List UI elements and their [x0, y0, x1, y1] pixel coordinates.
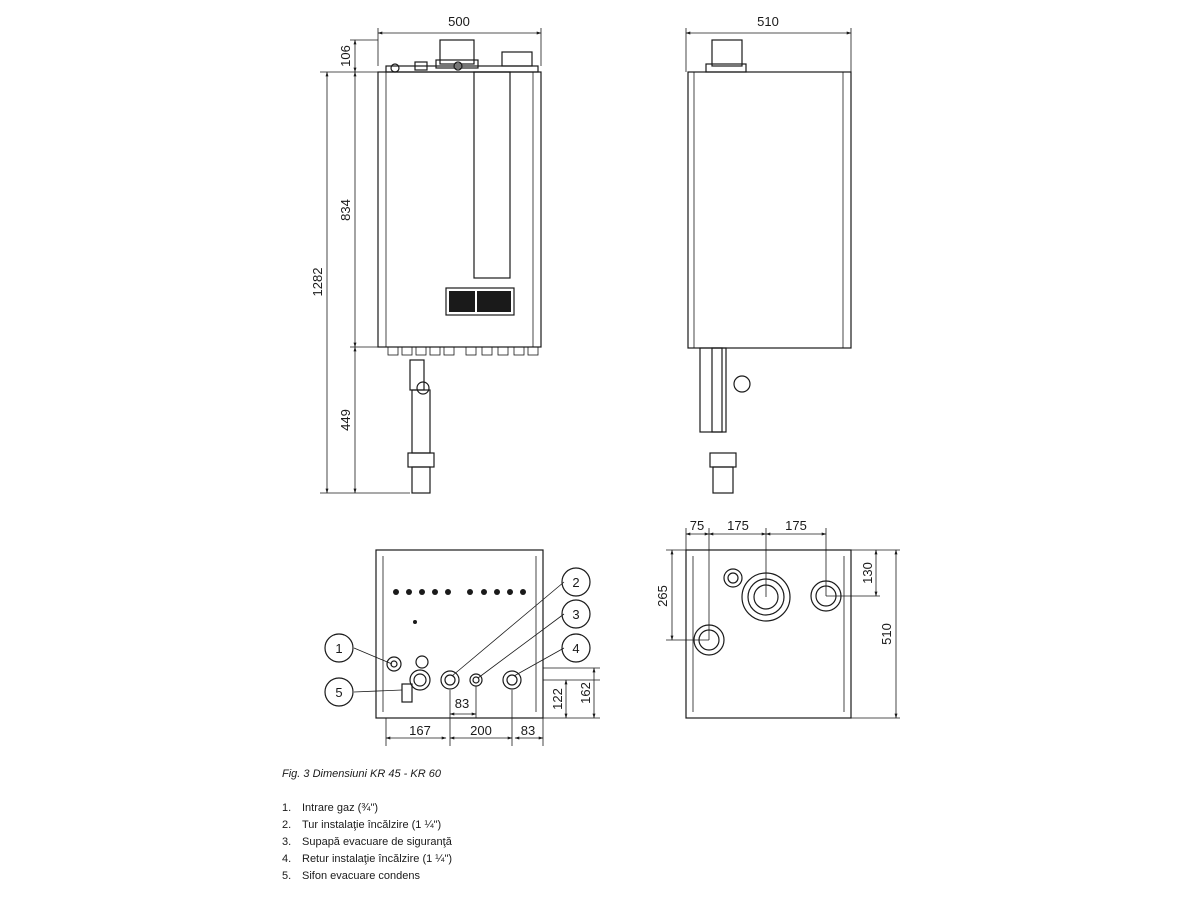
side-view: 510 [685, 14, 852, 494]
dim-bottom-83-a: 83 [455, 696, 469, 711]
dim-top-175-a: 175 [727, 518, 749, 533]
top-view: 75 175 175 265 130 510 [655, 518, 900, 719]
legend-text: Intrare gaz (¾") [302, 802, 379, 814]
callout-3: 3 [561, 599, 591, 629]
legend-num: 1. [282, 802, 292, 814]
legend-item: 5. Sifon evacuare condens [282, 870, 452, 887]
dim-bottom-83-b: 83 [521, 723, 535, 738]
dim-front-bottom: 449 [338, 409, 353, 431]
legend-item: 3. Supapă evacuare de siguranţă [282, 836, 452, 853]
callout-1: 1 [324, 633, 354, 663]
callout-2: 2 [561, 567, 591, 597]
svg-text:5: 5 [335, 685, 342, 700]
legend-num: 2. [282, 819, 292, 831]
dim-front-width: 500 [448, 14, 470, 29]
legend-num: 5. [282, 870, 292, 882]
legend-text: Tur instalaţie încălzire (1 ¼") [302, 819, 442, 831]
svg-text:1: 1 [335, 641, 342, 656]
dim-front-total: 1282 [310, 268, 325, 297]
technical-drawing: 500 106 834 1282 449 [310, 14, 900, 746]
dim-top-130: 130 [860, 562, 875, 584]
svg-text:2: 2 [572, 575, 579, 590]
front-view: 500 106 834 1282 449 [310, 14, 542, 494]
callout-4: 4 [561, 633, 591, 663]
dim-bottom-122: 122 [550, 688, 565, 710]
legend-item: 2. Tur instalaţie încălzire (1 ¼") [282, 819, 452, 836]
figure-caption: Fig. 3 Dimensiuni KR 45 - KR 60 [282, 768, 441, 780]
legend-text: Retur instalaţie încălzire (1 ¼") [302, 853, 453, 865]
dim-top-265: 265 [655, 585, 670, 607]
legend-num: 3. [282, 836, 292, 848]
svg-text:4: 4 [572, 641, 579, 656]
legend-num: 4. [282, 853, 292, 865]
legend-item: 4. Retur instalaţie încălzire (1 ¼") [282, 853, 452, 870]
legend-text: Sifon evacuare condens [302, 870, 421, 882]
svg-text:3: 3 [572, 607, 579, 622]
dim-front-body: 834 [338, 199, 353, 221]
legend-item: 1. Intrare gaz (¾") [282, 802, 452, 819]
dim-top-75: 75 [690, 518, 704, 533]
dim-top-510: 510 [879, 623, 894, 645]
dim-bottom-167: 167 [409, 723, 431, 738]
dim-front-flue: 106 [338, 45, 353, 67]
callout-5: 5 [324, 677, 354, 707]
dim-side-depth: 510 [757, 14, 779, 29]
bottom-view: 167 200 83 83 122 162 1 5 2 3 [324, 549, 600, 746]
legend-text: Supapă evacuare de siguranţă [302, 836, 452, 848]
dim-bottom-162: 162 [578, 682, 593, 704]
legend-list: 1. Intrare gaz (¾") 2. Tur instalaţie încă… [282, 802, 452, 887]
dim-bottom-200: 200 [470, 723, 492, 738]
dim-top-175-b: 175 [785, 518, 807, 533]
